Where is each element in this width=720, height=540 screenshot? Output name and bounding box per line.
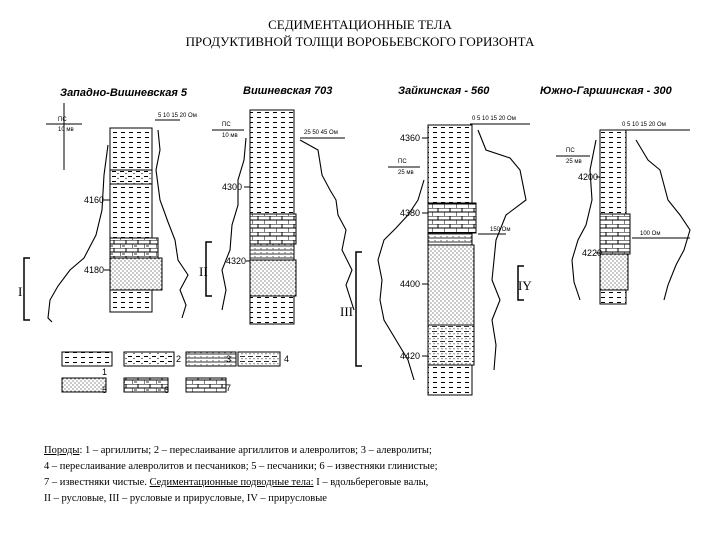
caption-line-1: Породы: 1 – аргиллиты; 2 – переслаивание…: [44, 443, 694, 459]
depth-label: 4380: [400, 208, 420, 218]
legend-swatch-clay-silt: [123, 351, 175, 367]
legend-swatch-limestone: [185, 377, 227, 393]
legend-swatch-limestone-clayey: [123, 377, 169, 393]
litho-clay: [427, 364, 473, 396]
diagram-title: СЕДИМЕНТАЦИОННЫЕ ТЕЛА ПРОДУКТИВНОЙ ТОЛЩИ…: [0, 16, 720, 50]
caption: Породы: 1 – аргиллиты; 2 – переслаивание…: [44, 443, 694, 507]
title-line-1: СЕДИМЕНТАЦИОННЫЕ ТЕЛА: [268, 17, 452, 32]
legend-number: 7: [226, 383, 231, 393]
depth-label: 4160: [84, 195, 104, 205]
depth-label: 4400: [400, 279, 420, 289]
body-bracket: [355, 251, 362, 367]
body-label-IY: IY: [518, 278, 532, 293]
caption-rocks-label: Породы: [44, 445, 80, 456]
litho-clay: [599, 289, 627, 305]
resistivity-scale-2: 100 Ом: [640, 231, 660, 237]
caption-text: 7 – известняки чистые.: [44, 477, 150, 488]
legend-number: 1: [102, 367, 107, 377]
body-label-II: II: [199, 264, 208, 279]
sp-label: ПС: [58, 117, 67, 123]
lithology-legend: 1 2 3 4 5 6 7: [61, 351, 289, 395]
sp-unit: 25 мв: [398, 170, 414, 176]
resistivity-curve: [299, 139, 355, 311]
litho-siltstone: [427, 232, 473, 246]
resistivity-scale: 25 50 45 Ом: [304, 130, 338, 136]
litho-clay: [599, 129, 627, 215]
litho-sandstone: [249, 259, 297, 297]
legend-swatch-silt-sand: [237, 351, 281, 367]
sp-curve: [221, 137, 247, 311]
litho-clay-silt: [109, 169, 153, 185]
caption-line-2: 4 – переслаивание алевролитов и песчаник…: [44, 461, 438, 472]
sp-unit: 10 мв: [222, 133, 238, 139]
sp-label: ПС: [222, 122, 231, 128]
resistivity-curve: [635, 139, 691, 301]
resistivity-curve: [477, 129, 527, 371]
litho-clay: [249, 109, 295, 215]
well-vishnevskaya-703: Вишневская 703 ПС 10 мв 25 50 45 Ом 4300…: [199, 85, 355, 325]
caption-bodies-label: Седиментационные подводные тела:: [149, 477, 314, 488]
litho-clay: [109, 289, 153, 313]
sp-curve: [47, 144, 109, 323]
resistivity-scale: 0 5 10 15 20 Ом: [622, 122, 666, 128]
body-bracket: [205, 241, 212, 297]
body-label-III: III: [340, 304, 353, 319]
caption-line-3: 7 – известняки чистые. Седиментационные …: [44, 475, 694, 491]
litho-clay: [427, 124, 473, 204]
legend-swatch-siltstone: [185, 351, 237, 367]
legend-number: 3: [226, 354, 231, 364]
body-label-I: I: [18, 284, 22, 299]
depth-label: 4180: [84, 265, 104, 275]
sp-curve: [571, 139, 597, 301]
legend-number: 5: [102, 385, 107, 395]
sp-unit: 10 мв: [58, 127, 74, 133]
legend-swatch-claystone: [61, 351, 113, 367]
well-name: Западно-Вишневская 5: [60, 87, 188, 99]
caption-line-4: II – русловые, III – русловые и прирусло…: [44, 493, 327, 504]
well-yuzhno-garshinskaya-300: Южно-Гаршинская - 300 0 5 10 15 20 Ом ПС…: [517, 85, 691, 305]
legend-number: 6: [164, 385, 169, 395]
well-name: Зайкинская - 560: [398, 85, 490, 97]
depth-label: 4220: [582, 248, 602, 258]
well-name: Южно-Гаршинская - 300: [540, 85, 673, 97]
depth-label: 4420: [400, 351, 420, 361]
sp-unit: 25 мв: [566, 159, 582, 165]
litho-sandstone: [109, 257, 163, 291]
litho-limestone-clayey: [109, 237, 159, 259]
caption-text: I – вдольбереговые валы,: [313, 477, 429, 488]
title-line-2: ПРОДУКТИВНОЙ ТОЛЩИ ВОРОБЬЕВСКОГО ГОРИЗОН…: [185, 34, 535, 49]
resistivity-scale: 0 5 10 15 20 Ом: [472, 116, 516, 122]
body-bracket: [23, 257, 30, 321]
sp-label: ПС: [398, 159, 407, 165]
litho-silt-sand: [427, 324, 475, 366]
litho-sandstone: [599, 253, 629, 291]
sp-curve: [377, 179, 425, 381]
resistivity-curve: [155, 129, 189, 319]
litho-siltstone: [249, 243, 295, 261]
legend-number: 2: [176, 354, 181, 364]
legend-number: 4: [284, 354, 289, 364]
depth-label: 4200: [578, 172, 598, 182]
depth-label: 4360: [400, 133, 420, 143]
depth-label: 4300: [222, 182, 242, 192]
litho-limestone: [599, 213, 631, 255]
litho-limestone: [427, 202, 477, 234]
litho-sandstone: [427, 244, 475, 326]
sp-label: ПС: [566, 148, 575, 154]
legend-swatch-sandstone: [61, 377, 107, 393]
resistivity-scale: 5 10 15 20 Ом: [158, 113, 197, 119]
body-bracket: [517, 265, 524, 301]
well-name: Вишневская 703: [243, 85, 332, 97]
well-zapadno-vishnevskaya: Западно-Вишневская 5 ПС 10 мв 5 10 15 20…: [18, 87, 197, 323]
litho-limestone: [249, 213, 297, 245]
resistivity-scale-2: 150 Ом: [490, 227, 510, 233]
well-zaikinskaya-560: Зайкинская - 560 0 5 10 15 20 Ом ПС 25 м…: [340, 85, 530, 396]
depth-label: 4320: [226, 256, 246, 266]
caption-rocks-text: : 1 – аргиллиты; 2 – переслаивание аргил…: [79, 445, 432, 456]
litho-clay: [249, 295, 295, 325]
